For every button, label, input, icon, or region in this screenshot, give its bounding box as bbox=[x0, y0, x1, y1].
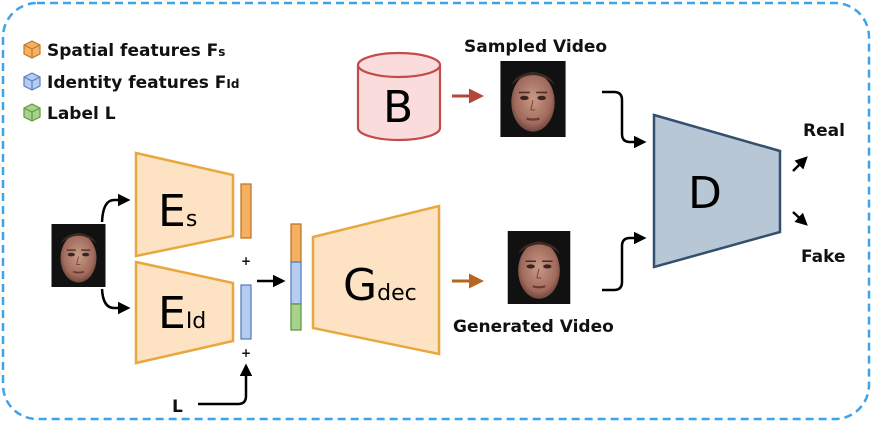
arrow-to-eid bbox=[100, 288, 131, 315]
output-fake: Fake bbox=[801, 247, 845, 267]
arrow-sampled-to-d bbox=[602, 90, 647, 149]
arrow-fake bbox=[792, 211, 808, 226]
arrow-real bbox=[792, 156, 808, 172]
generated-caption: Generated Video bbox=[453, 317, 614, 337]
discriminator: D bbox=[652, 113, 782, 269]
spatial-cube-icon bbox=[23, 40, 41, 59]
plus-sign-1: + bbox=[241, 254, 251, 268]
label-arrow bbox=[198, 363, 253, 406]
legend-label: Label L bbox=[47, 104, 116, 124]
database-label: B bbox=[383, 82, 413, 133]
identity-feature-vector bbox=[240, 284, 252, 340]
output-real: Real bbox=[803, 121, 845, 141]
generator-label: Gdec bbox=[343, 260, 417, 311]
identity-encoder: EId bbox=[134, 260, 235, 365]
label-cube-icon bbox=[23, 103, 41, 122]
generated-video-image bbox=[506, 231, 572, 304]
arrow-to-es bbox=[100, 193, 131, 223]
spatial-encoder-label: Es bbox=[158, 186, 197, 237]
discriminator-label: D bbox=[688, 168, 722, 219]
legend: Spatial features Fs Identity features FI… bbox=[23, 40, 239, 124]
arrow-generated-to-d bbox=[602, 231, 647, 292]
legend-identity: Identity features FId bbox=[47, 73, 239, 93]
generator-decoder: Gdec bbox=[311, 204, 441, 356]
sampled-caption: Sampled Video bbox=[464, 37, 607, 57]
concat-feature-vector bbox=[290, 223, 302, 331]
legend-spatial: Spatial features Fs bbox=[47, 41, 225, 61]
spatial-feature-vector bbox=[240, 183, 252, 239]
identity-encoder-label: EId bbox=[158, 288, 206, 339]
sampled-video-image bbox=[499, 61, 567, 137]
database-b: B bbox=[356, 51, 442, 142]
label-input: L bbox=[172, 397, 183, 417]
plus-sign-2: + bbox=[241, 346, 251, 360]
input-face-image bbox=[50, 224, 107, 287]
spatial-encoder: Es bbox=[134, 151, 235, 258]
identity-cube-icon bbox=[23, 72, 41, 91]
